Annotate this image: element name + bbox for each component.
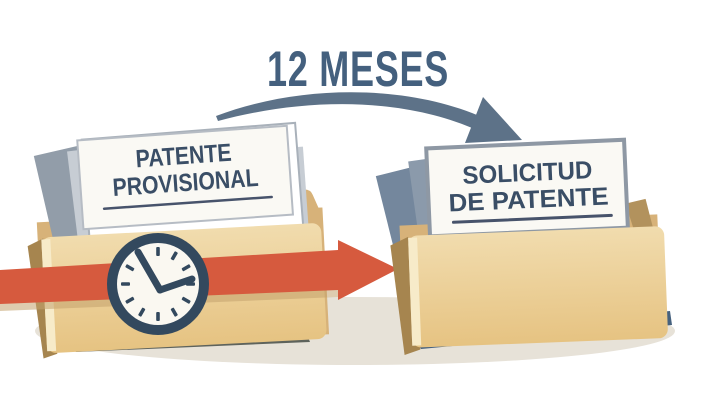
right-folder-front — [390, 226, 668, 356]
right-card-underline — [451, 213, 613, 224]
title-12-meses: 12 MESES — [267, 41, 449, 97]
left-card-line1: PATENTE — [135, 139, 233, 174]
solicitud-de-patente-card: SOLICITUD DE PATENTE — [424, 137, 630, 239]
right-card-line2: DE PATENTE — [448, 183, 609, 218]
clock-hour-hand — [156, 275, 196, 294]
patente-provisional-card: PATENTE PROVISIONAL — [76, 124, 295, 231]
right-card-line1: SOLICITUD — [462, 156, 593, 190]
curved-arrow-icon — [216, 92, 522, 143]
clock-icon — [107, 233, 209, 335]
left-card-underline — [102, 195, 273, 210]
clock-minute-hand — [134, 248, 164, 294]
right-folder: SOLICITUD DE PATENTE — [375, 137, 672, 356]
